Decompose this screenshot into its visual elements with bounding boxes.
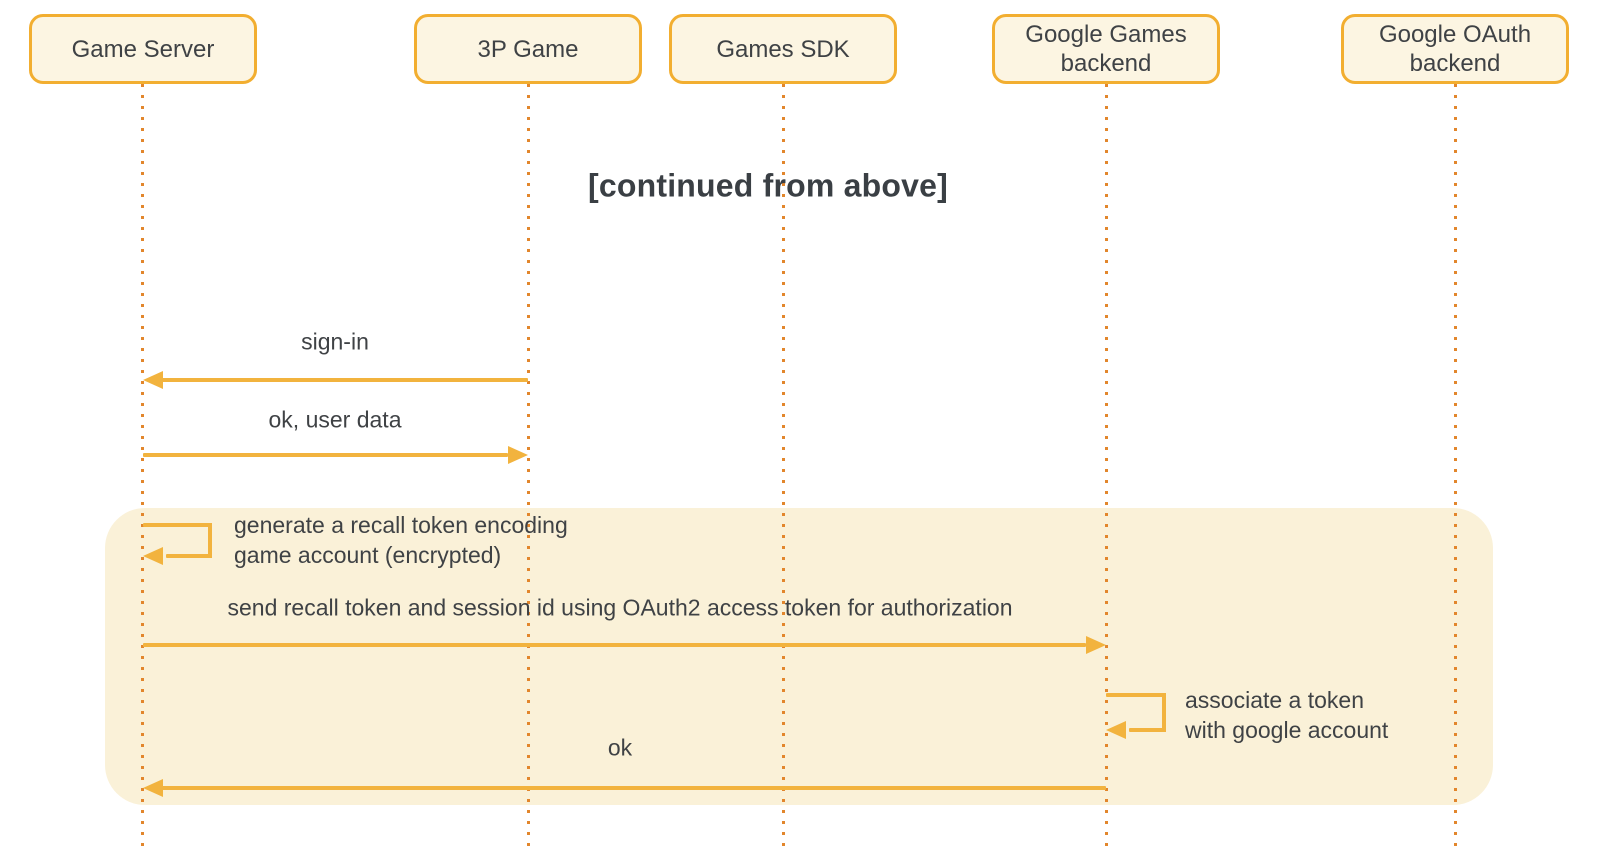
message-line-sign-in — [161, 378, 528, 382]
lifeline-google-games-backend — [1105, 84, 1108, 854]
highlight-region — [105, 508, 1493, 805]
self-message-label-associate-token: associate a token with google account — [1185, 685, 1388, 745]
message-line-ok — [161, 786, 1106, 790]
actor-3p-game: 3P Game — [414, 14, 642, 84]
message-line-ok-user-data — [143, 453, 508, 457]
message-label-sign-in: sign-in — [301, 328, 369, 355]
actor-label: Games SDK — [716, 35, 850, 63]
arrowhead-left-icon — [143, 371, 163, 389]
arrowhead-left-icon — [143, 779, 163, 797]
self-loop-right-game-server — [208, 523, 212, 558]
arrowhead-left-icon — [143, 547, 163, 565]
self-loop-bottom-google-games — [1129, 728, 1166, 732]
self-message-label-generate-recall-token: generate a recall token encoding game ac… — [234, 510, 568, 570]
message-label-ok-user-data: ok, user data — [268, 406, 402, 433]
self-message-line1: generate a recall token encoding — [234, 512, 568, 538]
self-loop-bottom-game-server — [166, 554, 212, 558]
self-loop-top-google-games — [1106, 693, 1166, 697]
lifeline-google-oauth-backend — [1454, 84, 1457, 854]
actor-label: Game Server — [71, 35, 215, 63]
arrowhead-right-icon — [508, 446, 528, 464]
continuation-note: [continued from above] — [588, 167, 948, 204]
actor-games-sdk: Games SDK — [669, 14, 897, 84]
actor-google-games-backend: Google Games backend — [992, 14, 1220, 84]
arrowhead-right-icon — [1086, 636, 1106, 654]
arrowhead-left-icon — [1106, 721, 1126, 739]
lifeline-games-sdk — [782, 84, 785, 854]
actor-google-oauth-backend: Google OAuth backend — [1341, 14, 1569, 84]
actor-label: 3P Game — [477, 35, 579, 63]
self-message-line2: game account (encrypted) — [234, 542, 502, 568]
self-loop-top-game-server — [143, 523, 212, 527]
self-loop-right-google-games — [1162, 693, 1166, 732]
message-label-ok: ok — [607, 734, 633, 761]
self-message-line2: with google account — [1185, 717, 1389, 743]
message-line-send-recall-token — [143, 643, 1086, 647]
lifeline-3p-game — [527, 84, 530, 854]
actor-game-server: Game Server — [29, 14, 257, 84]
message-label-send-recall-token: send recall token and session id using O… — [227, 594, 1013, 621]
actor-label: Google Games backend — [1025, 21, 1187, 77]
actor-label: Google OAuth backend — [1378, 21, 1532, 77]
lifeline-game-server — [141, 84, 144, 854]
self-message-line1: associate a token — [1185, 687, 1365, 713]
